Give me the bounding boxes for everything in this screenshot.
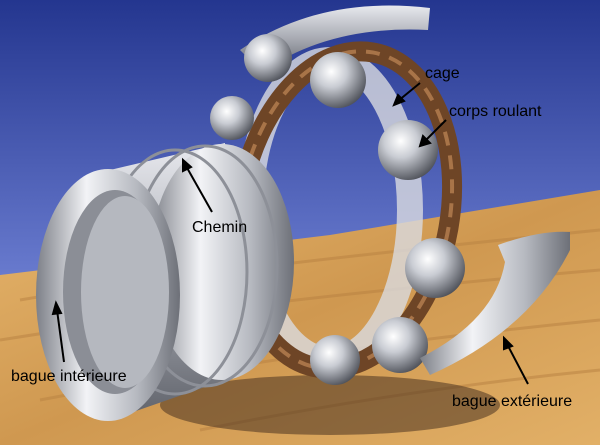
arrow-bague-exterieure <box>506 343 529 385</box>
label-bague-interieure: bague intérieure <box>11 368 127 385</box>
ball <box>372 317 428 373</box>
annotation-arrows <box>51 82 529 385</box>
ball <box>210 96 254 140</box>
label-cage: cage <box>425 65 460 82</box>
outer-ring-right-half <box>420 231 570 375</box>
ball <box>405 238 465 298</box>
arrow-corps-roulant <box>423 119 447 143</box>
label-chemin: Chemin <box>192 219 248 236</box>
shadow <box>160 375 500 435</box>
label-corps-roulant: corps roulant <box>449 103 542 120</box>
ball <box>378 120 438 180</box>
ball <box>244 34 292 82</box>
arrow-bague-interieure <box>56 309 65 363</box>
label-bague-exterieure: bague extérieure <box>452 393 573 410</box>
inner-ring <box>36 143 294 421</box>
arrow-chemin <box>185 165 213 213</box>
ball <box>310 52 366 108</box>
ball <box>310 335 360 385</box>
